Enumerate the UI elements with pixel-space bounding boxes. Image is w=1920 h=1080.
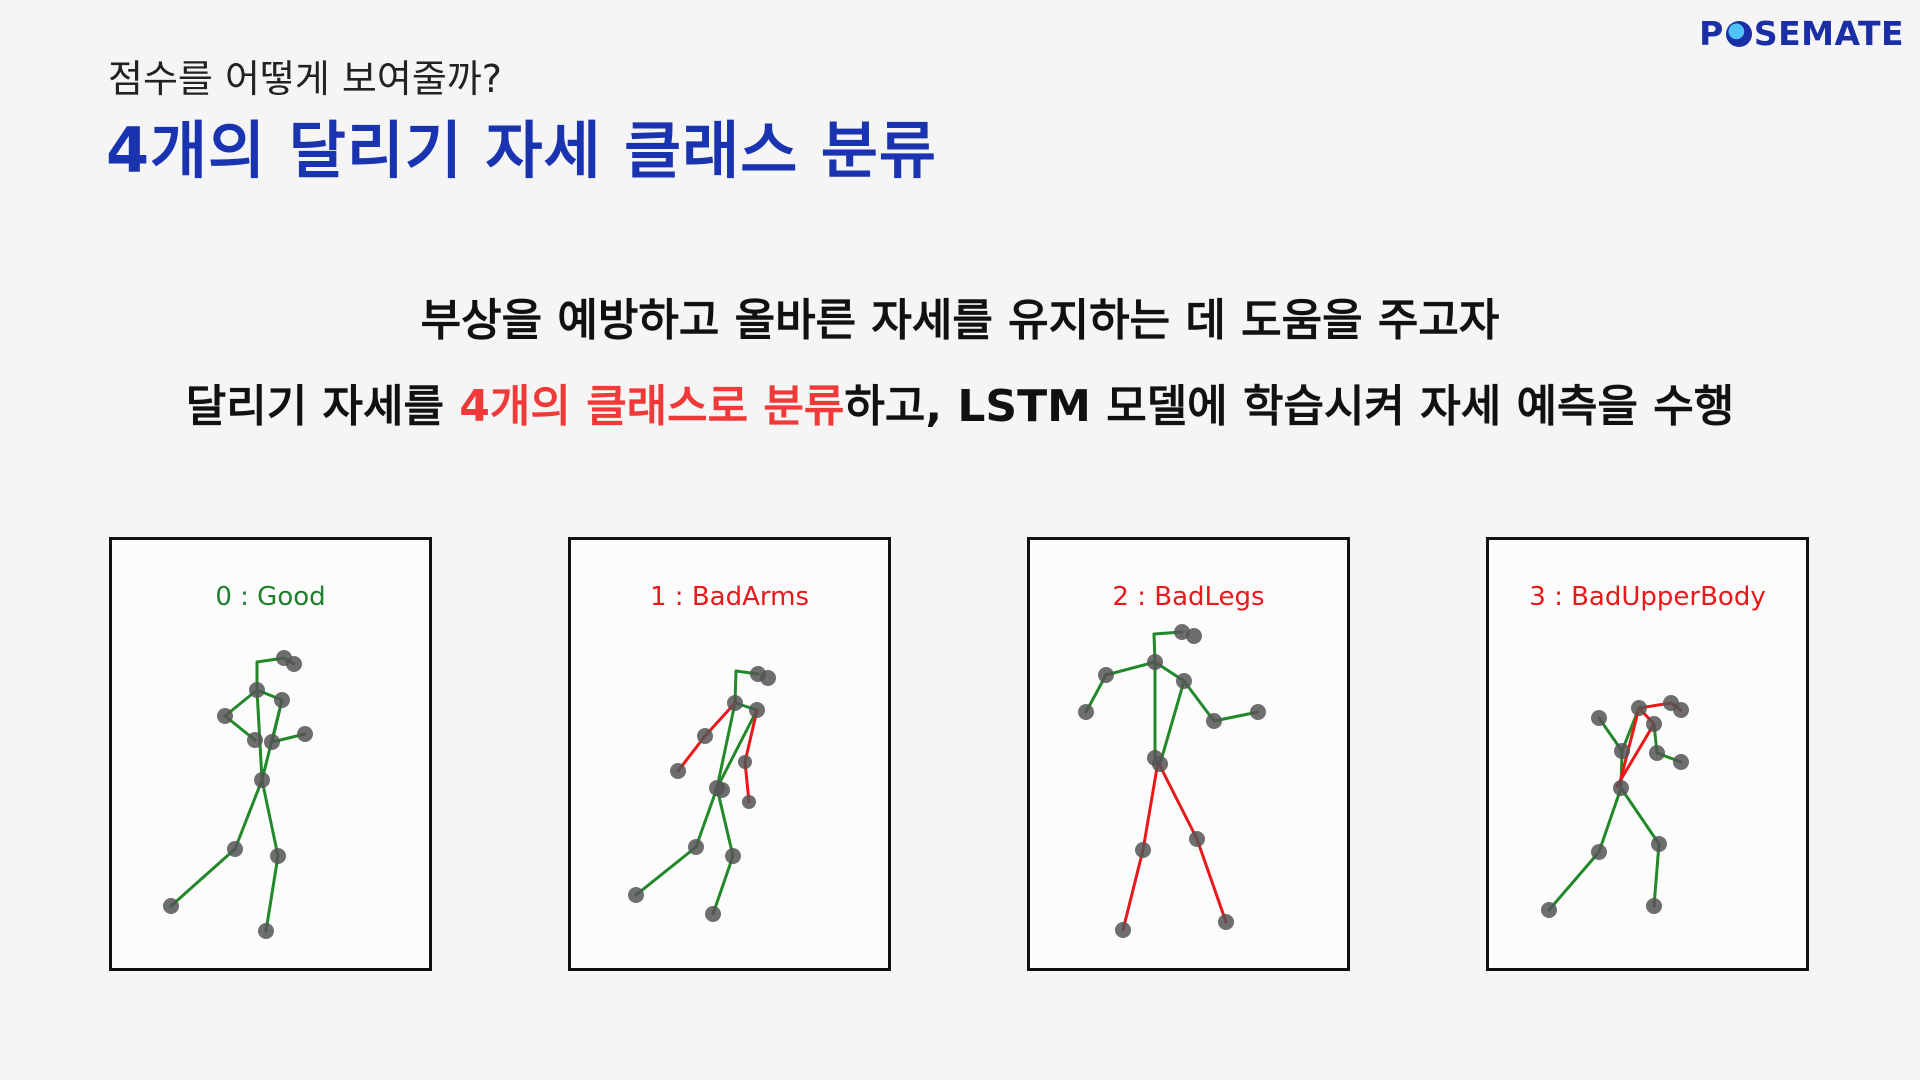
description-line-2: 달리기 자세를 4개의 클래스로 분류하고, LSTM 모델에 학습시켜 자세 … [0,370,1920,434]
class-label-bad-legs: 2 : BadLegs [1112,582,1265,612]
page-subtitle: 점수를 어떻게 보여줄까? [108,57,502,101]
class-label-good: 0 : Good [215,582,326,612]
pose-skeleton-bad-legs [1078,624,1266,938]
page-title: 4개의 달리기 자세 클래스 분류 [106,114,937,187]
class-label-bad-upper-body: 3 : BadUpperBody [1529,582,1766,612]
description-line-2-prefix: 달리기 자세를 [185,381,460,432]
class-label-bad-arms: 1 : BadArms [650,582,809,612]
description-line-1: 부상을 예방하고 올바른 자세를 유지하는 데 도움을 주고자 [420,295,1500,346]
posemate-logo: P SEMATE [1699,14,1904,53]
class-card-bad-legs: 2 : BadLegs [1027,537,1350,971]
logo-globe-icon [1725,20,1752,47]
class-card-bad-arms: 1 : BadArms [568,537,891,971]
class-card-bad-upper-body: 3 : BadUpperBody [1486,537,1809,971]
pose-skeleton-bad-upper-body [1541,695,1689,918]
pose-skeleton-bad-arms [628,666,776,922]
logo-text-right: SEMATE [1753,14,1904,53]
description-line-2-suffix: 하고, LSTM 모델에 학습시켜 자세 예측을 수행 [844,381,1735,432]
class-card-good: 0 : Good [109,537,432,971]
pose-skeleton-good [163,650,313,939]
description-highlight: 4개의 클래스로 분류 [459,381,845,432]
logo-text-left: P [1699,14,1724,53]
